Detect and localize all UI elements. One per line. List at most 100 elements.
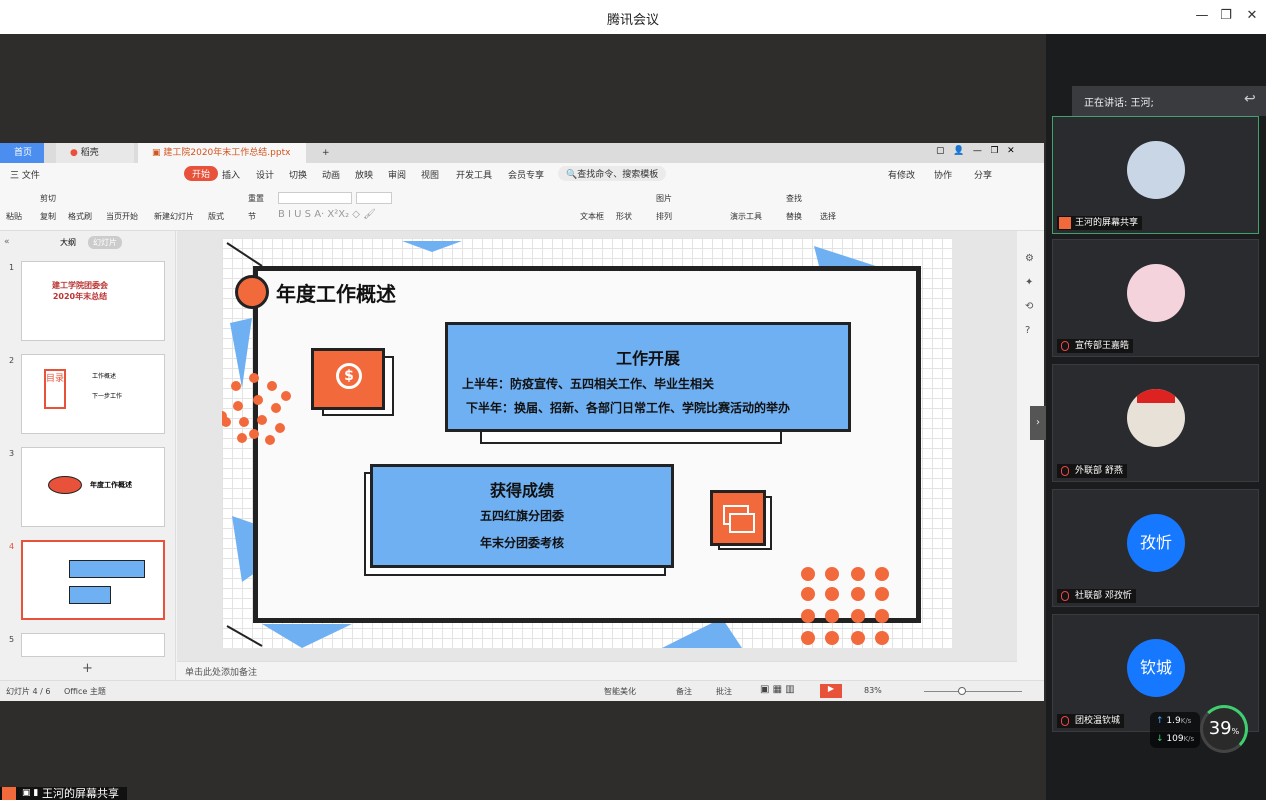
network-stats: ↑ 1.9K/s ↓ 109K/s <box>1150 712 1200 748</box>
font-size-select[interactable] <box>356 192 392 204</box>
menu-member[interactable]: 会员专享 <box>508 171 545 181</box>
menu-animation[interactable]: 动画 <box>322 171 341 181</box>
shape-button[interactable]: 形状 <box>616 212 632 221</box>
add-slide-icon[interactable]: + <box>82 661 93 676</box>
menu-start[interactable]: 开始 <box>184 166 219 181</box>
slide-num: 1 <box>9 263 15 272</box>
tab-home[interactable]: 首页 <box>0 143 44 163</box>
cut-button[interactable]: 剪切 <box>40 194 56 203</box>
menu-collab[interactable]: 协作 <box>934 171 953 181</box>
close-icon[interactable]: ✕ <box>1246 8 1258 23</box>
slide-panel: « 大纲 幻灯片 1 建工学院团委会 2020年末总结 2 目录 工作概述 下一… <box>0 231 176 680</box>
participant-name-text: 王河的屏幕共享 <box>1075 218 1139 228</box>
mic-muted-icon <box>1061 466 1069 476</box>
menu-insert[interactable]: 插入 <box>222 171 241 181</box>
slide-num: 3 <box>9 449 15 458</box>
new-slide-button[interactable]: 新建幻灯片 <box>154 212 194 221</box>
participant-tile[interactable]: 王河的屏幕共享 <box>1052 116 1259 234</box>
menu-modified[interactable]: 有修改 <box>888 171 916 181</box>
property-icon[interactable]: ⚙ <box>1025 253 1034 264</box>
menu-share[interactable]: 分享 <box>974 171 993 181</box>
select-button[interactable]: 选择 <box>820 212 836 221</box>
thumb-slide-4[interactable] <box>21 540 165 620</box>
dollar-icon: $ <box>336 363 362 389</box>
menu-developer[interactable]: 开发工具 <box>456 171 493 181</box>
thumb-slide-5[interactable] <box>21 633 165 657</box>
tab-docer[interactable]: ● 稻壳 <box>56 143 134 163</box>
format-painter-button[interactable]: 格式刷 <box>68 212 92 221</box>
tab-document[interactable]: ▣ 建工院2020年末工作总结.pptx <box>138 143 306 163</box>
speaking-bar: 正在讲话: 王河; ↩ <box>1072 86 1266 116</box>
menu-design[interactable]: 设计 <box>256 171 275 181</box>
tab-slides[interactable]: 幻灯片 <box>88 236 122 249</box>
help-icon[interactable]: ? <box>1025 325 1031 336</box>
picture-button[interactable]: 图片 <box>656 194 672 203</box>
right-toolbar: ⚙ ✦ ⟲ ? <box>1017 231 1044 661</box>
font-select[interactable] <box>278 192 352 204</box>
new-tab-button[interactable]: + <box>322 148 330 158</box>
participant-tile[interactable]: 宣传部王嘉皓 <box>1052 239 1259 357</box>
menu-file[interactable]: 三 文件 <box>10 171 40 181</box>
zoom-slider[interactable] <box>924 691 1022 692</box>
find-button[interactable]: 查找 <box>786 194 802 203</box>
title-circle <box>235 275 269 309</box>
copy-button[interactable]: 复制 <box>40 212 56 221</box>
participant-tile[interactable]: 孜忻 社联部 邓孜忻 <box>1052 489 1259 607</box>
thumb-slide-1[interactable]: 建工学院团委会 2020年末总结 <box>21 261 165 341</box>
participant-name: 宣传部王嘉皓 <box>1057 339 1134 353</box>
santa-hat <box>1137 389 1175 403</box>
slide-counter: 幻灯片 4 / 6 <box>6 687 51 696</box>
slide-num: 2 <box>9 356 15 365</box>
cpu-value: 39 <box>1208 718 1232 739</box>
zoom-level[interactable]: 83% <box>864 686 882 695</box>
section-button[interactable]: 节 <box>248 212 256 221</box>
menu-review[interactable]: 审阅 <box>388 171 407 181</box>
format-icons[interactable]: B I U S A· X²X₂ ◇ 🖌 <box>278 209 376 220</box>
menu-view[interactable]: 视图 <box>421 171 440 181</box>
menu-transition[interactable]: 切换 <box>289 171 308 181</box>
mic-muted-icon <box>1061 591 1069 601</box>
collapse-icon[interactable]: « <box>4 237 10 247</box>
slide-4: 年度工作概述 工作开展 上半年：防疫宣传、五四相关工作、毕业生相关 下半年：换届… <box>222 238 952 648</box>
backup-icon[interactable]: ⟲ <box>1025 301 1034 312</box>
box1-line1: 上半年：防疫宣传、五四相关工作、毕业生相关 <box>462 377 715 391</box>
thumb2-title: 目录 <box>44 369 66 409</box>
thumb4-box2 <box>69 586 111 604</box>
comments-button[interactable]: 批注 <box>716 687 732 696</box>
avatar <box>1127 264 1185 322</box>
from-current-button[interactable]: 当页开始 <box>106 212 138 221</box>
maximize-icon[interactable]: ❐ <box>1220 8 1232 23</box>
reset-button[interactable]: 重置 <box>248 194 264 203</box>
arrange-button[interactable]: 排列 <box>656 212 672 221</box>
replace-button[interactable]: 替换 <box>786 212 802 221</box>
status-bar: 幻灯片 4 / 6 Office 主题 智能美化 备注 批注 ▣ ▦ ▥ ▶ 8… <box>0 680 1044 701</box>
box2-title: 获得成绩 <box>489 481 554 500</box>
thumb-slide-2[interactable]: 目录 工作概述 下一步工作 <box>21 354 165 434</box>
window-controls[interactable]: ▢ 👤 — ❐ ✕ <box>936 146 1015 156</box>
beautify-button[interactable]: 智能美化 <box>604 687 636 696</box>
present-tools-button[interactable]: 演示工具 <box>730 212 762 221</box>
search-command[interactable]: 🔍查找命令、搜索模板 <box>558 166 667 181</box>
layout-button[interactable]: 版式 <box>208 212 224 221</box>
minimize-icon[interactable]: — <box>1195 8 1209 23</box>
box2-line1: 五四红旗分团委 <box>479 509 564 523</box>
tab-outline[interactable]: 大纲 <box>60 238 76 247</box>
participant-name: 社联部 邓孜忻 <box>1057 589 1136 603</box>
reply-icon[interactable]: ↩ <box>1244 91 1256 107</box>
collapse-panel-icon[interactable]: › <box>1030 406 1046 440</box>
thumb-slide-3[interactable]: 年度工作概述 <box>21 447 165 527</box>
zoom-slider-handle[interactable] <box>958 687 966 695</box>
view-icons[interactable]: ▣ ▦ ▥ <box>760 684 795 695</box>
paste-button[interactable]: 粘贴 <box>6 212 22 221</box>
play-icon[interactable]: ▶ <box>820 684 842 698</box>
participant-tile[interactable]: 外联部 舒燕 <box>1052 364 1259 482</box>
box-achievement: 获得成绩 五四红旗分团委 年末分团委考核 <box>370 464 674 568</box>
notes-button[interactable]: 备注 <box>676 687 692 696</box>
mic-muted-icon <box>1061 716 1069 726</box>
pin-icon[interactable]: ✦ <box>1025 277 1034 288</box>
menu-slideshow[interactable]: 放映 <box>355 171 374 181</box>
mic-muted-icon <box>1061 341 1069 351</box>
textbox-button[interactable]: 文本框 <box>580 212 604 221</box>
notes-bar[interactable]: 单击此处添加备注 <box>177 661 1017 680</box>
avatar: 钦城 <box>1127 639 1185 697</box>
